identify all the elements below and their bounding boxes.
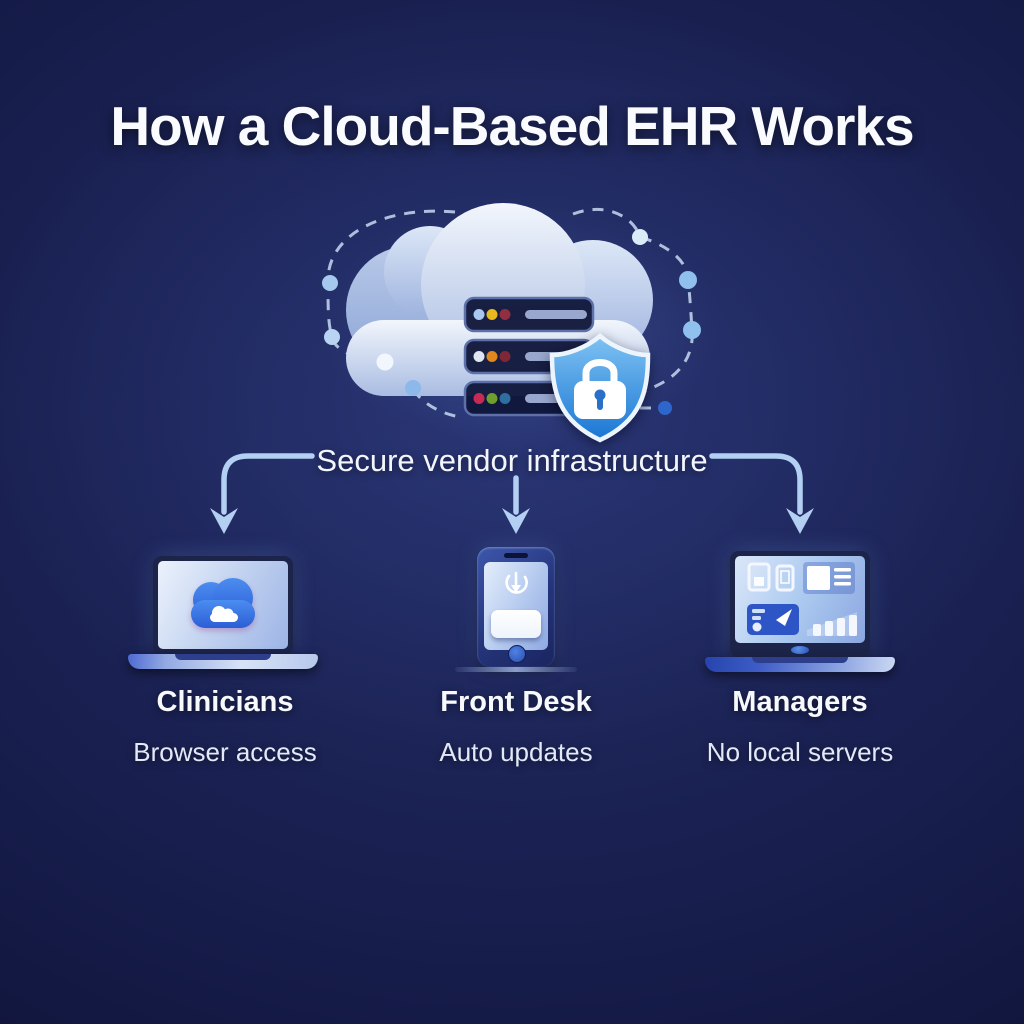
phone-home-button	[508, 645, 526, 663]
role-name-clinicians: Clinicians	[156, 686, 294, 718]
laptop-dashboard-icon	[705, 551, 895, 681]
laptop-display	[158, 561, 288, 649]
phone-screen	[484, 562, 548, 650]
phone-body	[477, 547, 555, 667]
server-led-lights	[473, 309, 511, 404]
phone-screen-button	[491, 610, 541, 638]
laptop-screen	[153, 556, 293, 654]
laptop-cloud-icon	[128, 556, 318, 686]
cloud-hub-illustration	[322, 203, 701, 443]
role-benefit-managers: No local servers	[706, 737, 894, 767]
shield-lock-icon	[549, 333, 651, 443]
role-name-front-desk: Front Desk	[440, 686, 592, 718]
role-name-managers: Managers	[732, 686, 868, 718]
dashboard-widgets-icon	[747, 561, 857, 636]
laptop-hinge	[752, 657, 848, 663]
page-title: How a Cloud-Based EHR Works	[110, 95, 914, 157]
auto-update-icon	[505, 571, 528, 594]
browser-cloud-icon	[191, 578, 255, 628]
branch-arrows	[210, 453, 814, 534]
laptop-hinge	[175, 654, 271, 660]
circuit-nodes-icon	[322, 229, 701, 415]
role-benefit-front-desk: Auto updates	[439, 737, 593, 767]
arrow-right-icon	[709, 453, 803, 515]
laptop-display	[735, 556, 865, 643]
arrow-left-icon	[221, 453, 315, 515]
role-benefit-clinicians: Browser access	[133, 737, 317, 767]
laptop-screen	[730, 551, 870, 657]
secure-infrastructure-label: Secure vendor infrastructure	[316, 443, 708, 478]
phone-update-icon	[455, 547, 577, 672]
phone-stand	[455, 667, 577, 672]
phone-speaker	[504, 553, 528, 558]
laptop-camera-button	[791, 646, 809, 654]
